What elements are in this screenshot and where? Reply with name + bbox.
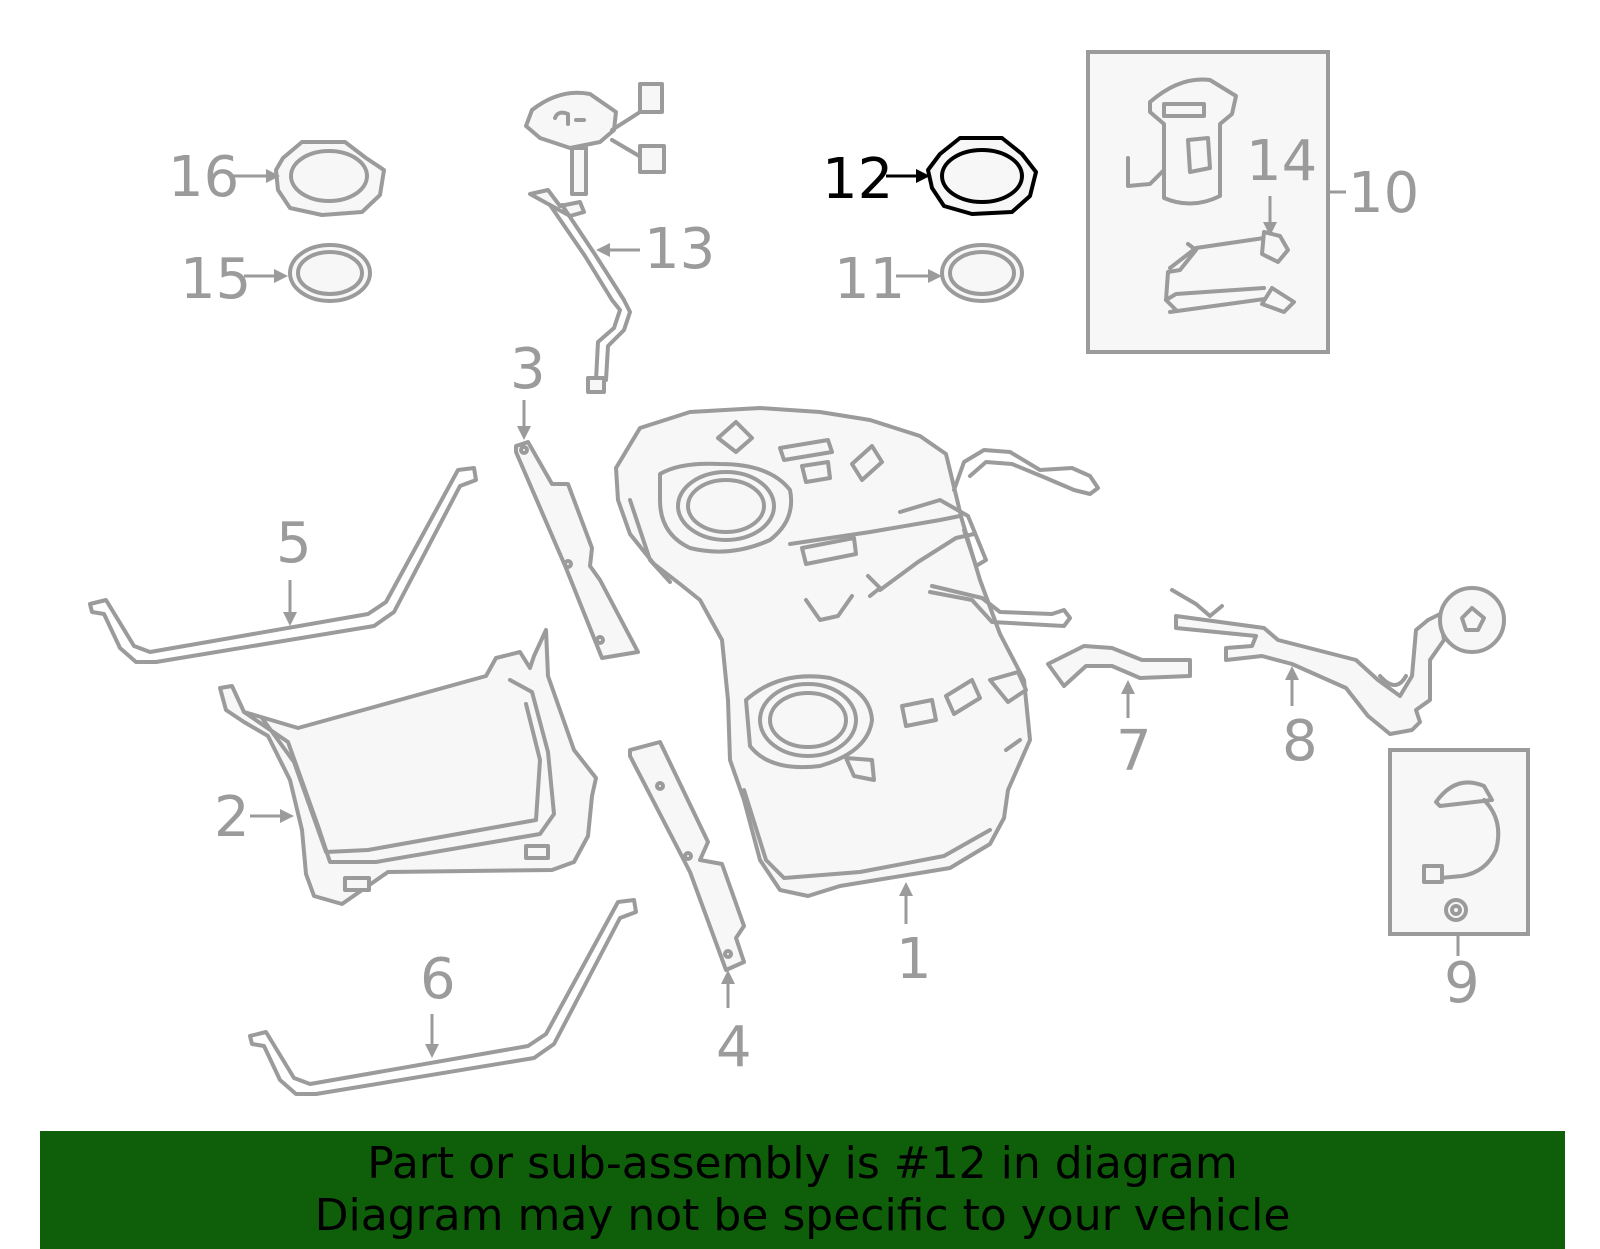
callout-8: 8: [1282, 666, 1318, 774]
parts-diagram: 16 15 13 12: [88, 50, 1530, 1096]
callout-2: 2: [214, 785, 294, 850]
callout-3-label: 3: [510, 337, 546, 402]
callout-4-label: 4: [716, 1015, 752, 1080]
callout-5-label: 5: [276, 511, 312, 576]
callout-9-label: 9: [1444, 951, 1480, 1016]
callout-3: 3: [510, 337, 546, 440]
part-13-fuel-sender: [524, 82, 666, 394]
part-12-lock-ring-highlighted: [926, 136, 1038, 216]
callout-16-label: 16: [168, 145, 239, 210]
callout-11: 11: [834, 247, 942, 312]
banner-line-2: Diagram may not be specific to your vehi…: [314, 1190, 1291, 1241]
part-15-gasket: [288, 243, 372, 303]
callout-15: 15: [180, 247, 288, 312]
callout-10: 10: [1330, 161, 1419, 226]
part-1-fuel-tank: [614, 406, 1100, 898]
callout-15-label: 15: [180, 247, 251, 312]
callout-6-label: 6: [420, 947, 456, 1012]
callout-12: 12: [822, 147, 930, 212]
callout-1: 1: [896, 882, 932, 992]
callout-7: 7: [1116, 680, 1152, 784]
callout-14-label: 14: [1246, 129, 1317, 194]
callout-1-label: 1: [896, 927, 932, 992]
callout-6: 6: [420, 947, 456, 1058]
callout-13-label: 13: [644, 217, 715, 282]
callout-9: 9: [1444, 936, 1480, 1016]
callout-8-label: 8: [1282, 709, 1318, 774]
callout-12-label: 12: [822, 147, 893, 212]
part-11-gasket: [940, 243, 1024, 303]
info-banner: Part or sub-assembly is #12 in diagram D…: [40, 1131, 1565, 1249]
part-10-fuel-pump-kit: [1086, 50, 1330, 354]
callout-13: 13: [596, 217, 715, 282]
part-3-bracket: [514, 440, 640, 660]
callout-16: 16: [168, 145, 280, 210]
part-7-hose: [1046, 644, 1192, 688]
part-9-cap-kit: [1388, 748, 1530, 936]
part-4-bracket: [628, 740, 746, 972]
part-6-tank-strap: [248, 898, 638, 1096]
callout-7-label: 7: [1116, 719, 1152, 784]
callout-10-label: 10: [1348, 161, 1419, 226]
callout-4: 4: [716, 970, 752, 1080]
part-2-heat-shield: [218, 628, 598, 906]
callout-11-label: 11: [834, 247, 905, 312]
callout-5: 5: [276, 511, 312, 626]
banner-line-1: Part or sub-assembly is #12 in diagram: [367, 1138, 1238, 1189]
callout-14: 14: [1246, 129, 1317, 236]
part-5-tank-strap: [88, 466, 478, 664]
callout-2-label: 2: [214, 785, 250, 850]
part-8-filler-pipe: [1170, 586, 1506, 736]
part-16-lock-ring: [274, 140, 386, 217]
